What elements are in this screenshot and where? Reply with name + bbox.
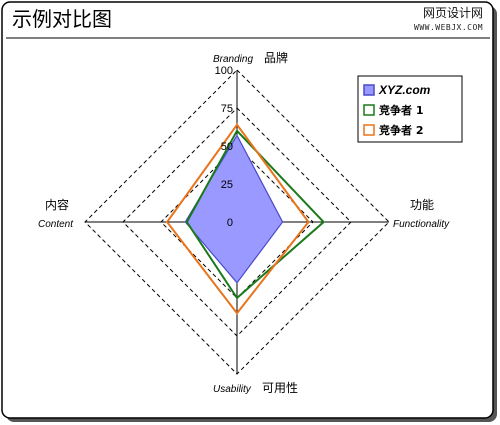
tick-label-50: 50 bbox=[221, 141, 233, 153]
tick-label-0: 0 bbox=[227, 217, 233, 229]
tick-label-75: 75 bbox=[221, 103, 233, 115]
legend-label-competitor-1: 竞争者 1 bbox=[379, 103, 423, 117]
axis-label-en-content: Content bbox=[38, 219, 74, 230]
axis-label-en-branding: Branding bbox=[213, 54, 253, 65]
axis-label-en-usability: Usability bbox=[213, 384, 252, 395]
legend-swatch-competitor-1 bbox=[363, 104, 375, 116]
axis-label-cn-branding: 品牌 bbox=[264, 51, 288, 65]
watermark-sub: WWW.WEBJX.COM bbox=[414, 23, 483, 32]
chart-title: 示例对比图 bbox=[12, 7, 112, 31]
axis-label-en-functionality: Functionality bbox=[393, 219, 450, 230]
legend-swatch-xyz bbox=[363, 84, 375, 96]
legend-label-xyz: XYZ.com bbox=[378, 83, 431, 97]
legend: XYZ.com 竞争者 1 竞争者 2 bbox=[357, 75, 463, 143]
radar-ticks: 0 25 50 75 100 bbox=[215, 65, 233, 229]
radar-series bbox=[165, 123, 326, 315]
axis-label-cn-usability: 可用性 bbox=[262, 381, 298, 395]
axis-label-cn-functionality: 功能 bbox=[410, 198, 434, 212]
tick-label-100: 100 bbox=[215, 65, 233, 77]
legend-swatch-competitor-2 bbox=[363, 124, 375, 136]
series-polygon-2 bbox=[165, 123, 310, 315]
axis-labels: Branding 品牌 功能 Functionality Usability 可… bbox=[38, 51, 450, 395]
series-polygon-1 bbox=[185, 129, 326, 300]
legend-label-competitor-2: 竞争者 2 bbox=[379, 123, 423, 137]
legend-box bbox=[357, 75, 463, 143]
axis-label-cn-content: 内容 bbox=[45, 197, 69, 212]
watermark-main: 网页设计网 bbox=[423, 6, 483, 20]
tick-label-25: 25 bbox=[221, 179, 233, 191]
